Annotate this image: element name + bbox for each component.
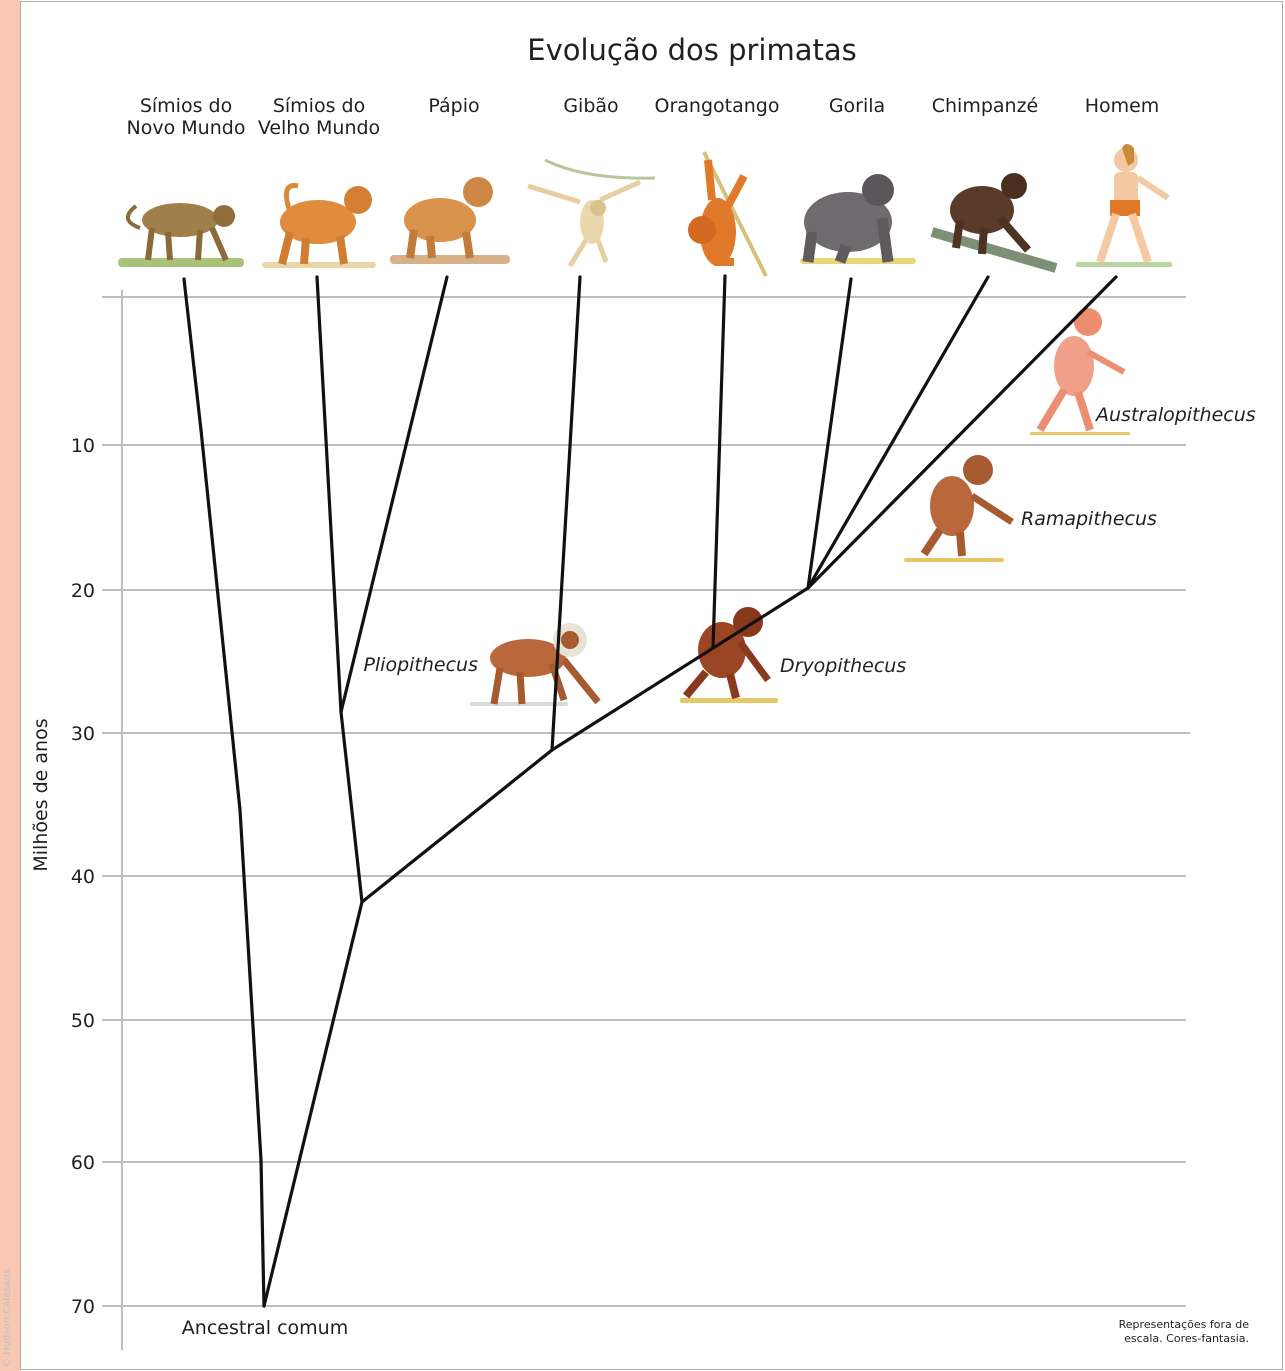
- figure-border: [20, 1, 1283, 1370]
- tick-label: 60: [71, 1152, 95, 1174]
- orangutan-icon: [688, 151, 768, 277]
- axis-title: Milhões de anos: [30, 718, 52, 871]
- hominid-icon: [470, 623, 601, 706]
- monkey-icon: [118, 203, 244, 267]
- branch-great-apes: [550, 586, 810, 752]
- hominid-icon: [680, 607, 778, 703]
- hominid-icon: [1030, 308, 1130, 435]
- taxon-label: Homem: [1085, 95, 1160, 117]
- baboon-icon: [262, 183, 376, 268]
- fossil-label: Pliopithecus: [363, 654, 478, 676]
- tick-label: 30: [71, 723, 95, 745]
- branch-old-world-stem: [339, 710, 364, 904]
- tick-label: 40: [71, 866, 95, 888]
- branch-gorila: [806, 277, 853, 590]
- grid-lines: [102, 290, 1190, 1350]
- fossil-label: Dryopithecus: [780, 655, 906, 677]
- gibbon-icon: [527, 158, 656, 268]
- taxon-label: Símios do: [140, 95, 232, 117]
- scale-note: escala. Cores-fantasia.: [1124, 1332, 1249, 1345]
- branch-novo-mundo: [182, 277, 266, 1308]
- taxon-label: Velho Mundo: [258, 117, 380, 139]
- taxon-labels: Símios do Novo Mundo Símios do Velho Mun…: [127, 95, 1160, 139]
- branch-papio: [339, 275, 449, 714]
- taxon-label: Gibão: [563, 95, 618, 117]
- taxon-label: Chimpanzé: [932, 95, 1039, 117]
- gorilla-icon: [800, 174, 916, 264]
- branch-gibao: [550, 275, 582, 752]
- branch-velho-mundo: [315, 275, 343, 714]
- human-icon: [1076, 144, 1172, 267]
- diagram-title: Evolução dos primatas: [527, 33, 856, 67]
- tree-branches: [182, 274, 1118, 1308]
- taxon-label: Pápio: [428, 95, 479, 117]
- branch-orangotango: [711, 274, 727, 650]
- axis-ticks: 10 20 30 40 50 60 70: [71, 435, 95, 1318]
- tick-label: 70: [71, 1296, 95, 1318]
- branch-chimpanze: [806, 275, 990, 590]
- taxon-label: Gorila: [829, 95, 885, 117]
- hominid-icon: [904, 455, 1014, 562]
- fossil-label: Ramapithecus: [1021, 508, 1157, 530]
- fossil-label: Australopithecus: [1094, 404, 1256, 426]
- branch-homem: [806, 275, 1118, 590]
- branch-catarrhini: [262, 900, 364, 1308]
- taxon-label: Novo Mundo: [127, 117, 246, 139]
- taxon-label: Orangotango: [655, 95, 780, 117]
- chimpanzee-icon: [930, 173, 1058, 273]
- baboon-icon: [390, 177, 510, 264]
- taxon-label: Símios do: [273, 95, 365, 117]
- branch-hominoid-stem: [360, 748, 554, 904]
- tick-label: 20: [71, 580, 95, 602]
- tick-label: 10: [71, 435, 95, 457]
- scale-note: Representações fora de: [1119, 1318, 1250, 1331]
- tick-label: 50: [71, 1010, 95, 1032]
- side-stripe: [0, 0, 20, 1371]
- root-label: Ancestral comum: [182, 1317, 348, 1339]
